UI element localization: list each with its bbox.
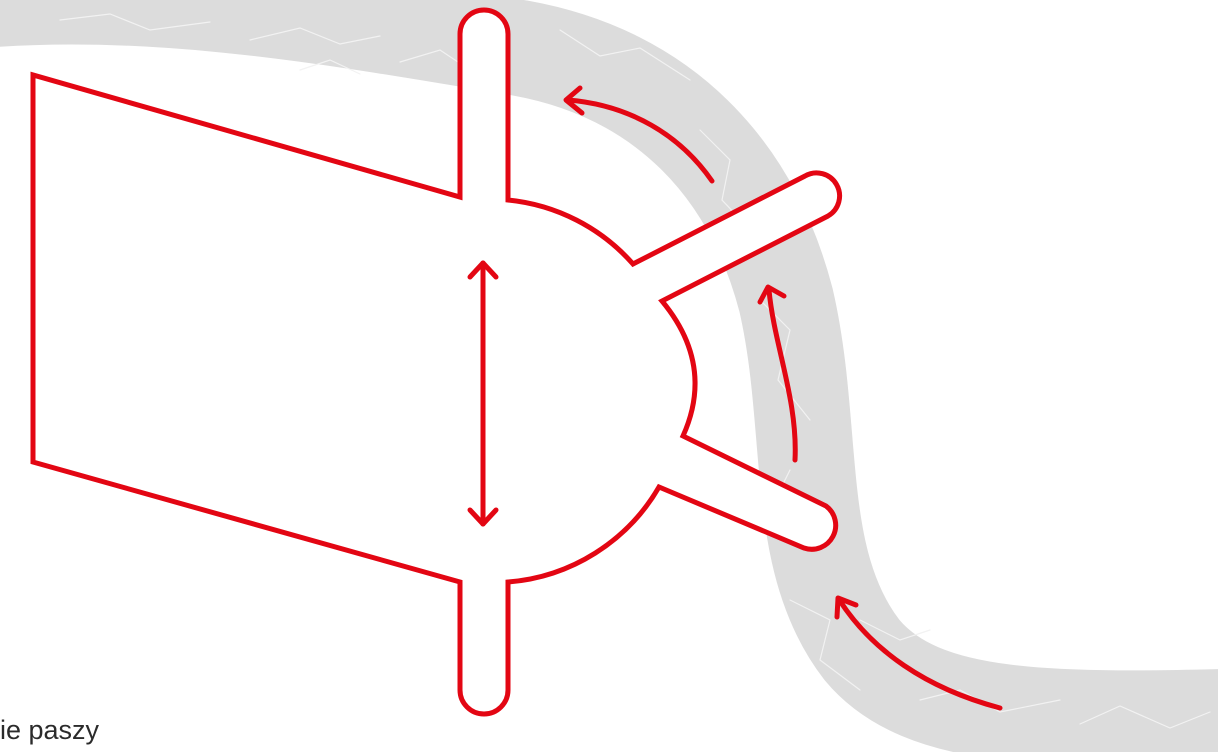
texture-line <box>249 27 381 45</box>
arrow-head-top <box>467 260 499 280</box>
double-headed-arrow-icon <box>467 260 499 527</box>
curved-arrow-icon-top <box>563 85 715 184</box>
arrow-curve <box>565 97 715 184</box>
arrow-head <box>834 595 859 620</box>
arrow-head <box>563 85 585 116</box>
feed-texture <box>59 13 1211 729</box>
texture-line <box>789 599 861 691</box>
texture-line <box>1079 705 1211 729</box>
curved-arrow-icon-bottom <box>834 595 1003 711</box>
diagram-caption: ie paszy <box>0 715 100 745</box>
texture-line <box>59 13 211 31</box>
arrow-head-bottom <box>467 507 499 527</box>
arrow-curve <box>837 598 1003 711</box>
curved-arrow-icon-middle <box>757 284 798 463</box>
texture-line <box>559 29 691 81</box>
arrow-head <box>757 284 787 305</box>
texture-line <box>299 59 361 75</box>
arrow-curve <box>766 287 798 463</box>
texture-line <box>859 619 931 641</box>
machine-outline <box>30 7 843 717</box>
